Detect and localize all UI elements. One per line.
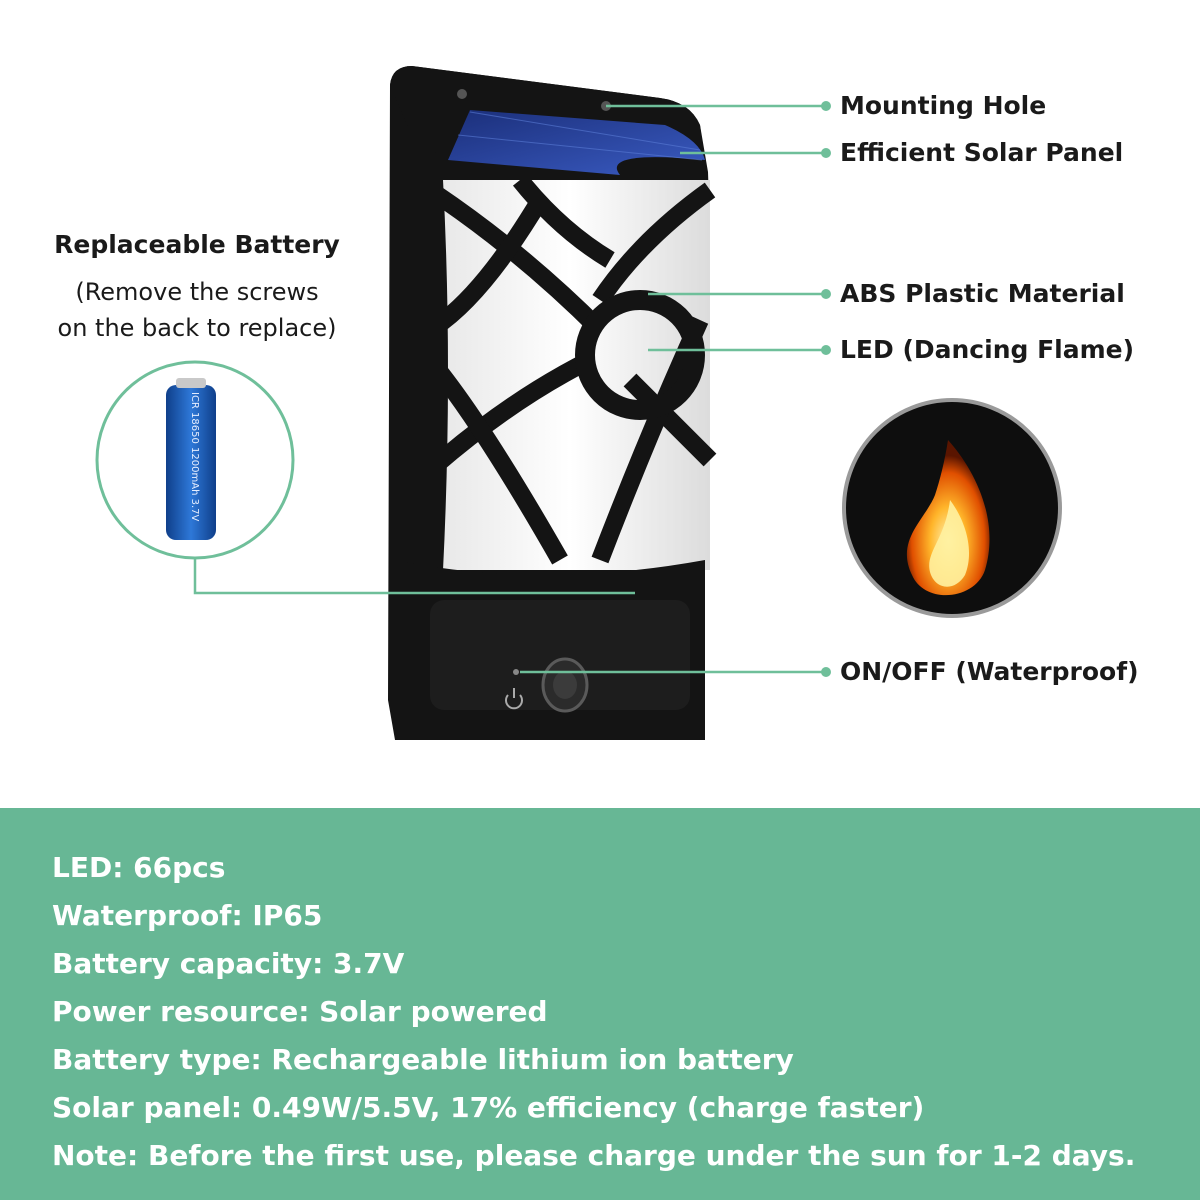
mounting-hole <box>457 89 467 99</box>
battery-note-line-1: (Remove the screws <box>75 278 319 306</box>
battery-cell-icon: ICR 18650 1200mAh 3.7V <box>166 378 216 540</box>
spec-item-battery-type: Battery type: Rechargeable lithium ion b… <box>52 1043 794 1076</box>
lamp-illustration: ICR 18650 1200mAh 3.7V <box>95 66 1062 740</box>
spec-item-led: LED: 66pcs <box>52 851 226 884</box>
battery-cell-label: ICR 18650 1200mAh 3.7V <box>189 392 200 522</box>
callout-mounting-hole: Mounting Hole <box>840 91 1047 120</box>
spec-item-battery-capacity: Battery capacity: 3.7V <box>52 947 405 980</box>
solar-panel <box>448 110 705 175</box>
battery-note: (Remove the screws on the back to replac… <box>0 274 394 346</box>
spec-list: LED: 66pcs Waterproof: IP65 Battery capa… <box>52 844 1135 1180</box>
spec-item-waterproof: Waterproof: IP65 <box>52 899 323 932</box>
product-diagram: ICR 18650 1200mAh 3.7V Replaceable Batte… <box>0 66 1139 740</box>
callout-dot-icon <box>821 101 831 677</box>
battery-title: Replaceable Battery <box>54 230 340 259</box>
callout-abs-plastic: ABS Plastic Material <box>840 279 1125 308</box>
spec-panel: LED: 66pcs Waterproof: IP65 Battery capa… <box>0 808 1200 1200</box>
battery-note-line-2: on the back to replace) <box>57 314 337 342</box>
power-icon <box>505 688 523 710</box>
lattice-grid <box>440 180 717 565</box>
callout-on-off: ON/OFF (Waterproof) <box>840 657 1139 686</box>
spec-item-note: Note: Before the first use, please charg… <box>52 1139 1136 1172</box>
callout-led: LED (Dancing Flame) <box>840 335 1135 364</box>
callout-solar-panel: Efficient Solar Panel <box>840 138 1124 167</box>
spec-item-power-resource: Power resource: Solar powered <box>52 995 548 1028</box>
flame-icon <box>906 440 990 596</box>
lamp-body <box>388 66 717 740</box>
spec-item-solar-panel: Solar panel: 0.49W/5.5V, 17% efficiency … <box>52 1091 925 1124</box>
